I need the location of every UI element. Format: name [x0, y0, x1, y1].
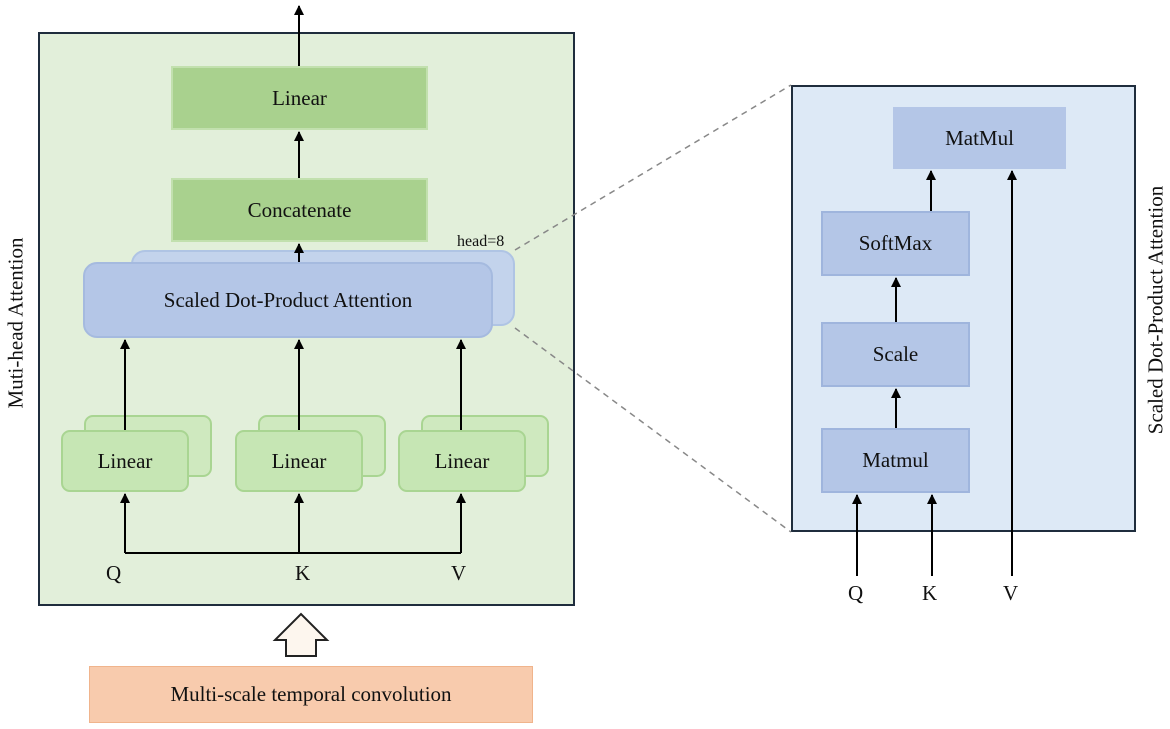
linear-q-box: Linear: [61, 430, 189, 492]
hollow-up-arrow: [272, 612, 330, 657]
sdpa-label: Scaled Dot-Product Attention: [163, 287, 413, 312]
concatenate-label: Concatenate: [247, 197, 352, 222]
zoom-guide-top: [514, 84, 792, 251]
linear-output-label: Linear: [272, 85, 327, 110]
linear-k-box: Linear: [235, 430, 363, 492]
linear-q-label: Linear: [97, 448, 153, 473]
detail-input-v-label: V: [1003, 581, 1019, 605]
softmax-box: SoftMax: [821, 211, 970, 276]
softmax-label: SoftMax: [858, 231, 933, 255]
temporal-convolution-label: Multi-scale temporal convolution: [170, 682, 452, 706]
concatenate-box: Concatenate: [171, 178, 428, 242]
linear-output-box: Linear: [171, 66, 428, 130]
matmul-bottom-box: Matmul: [821, 428, 970, 493]
sdpa-box: Scaled Dot-Product Attention: [83, 262, 493, 338]
zoom-guide-bottom: [514, 327, 792, 533]
linear-k-label: Linear: [271, 448, 327, 473]
matmul-top-box: MatMul: [893, 107, 1066, 169]
temporal-convolution-box: Multi-scale temporal convolution: [89, 666, 533, 723]
detail-input-q-label: Q: [848, 581, 864, 605]
scale-box: Scale: [821, 322, 970, 387]
matmul-bottom-label: Matmul: [862, 448, 929, 472]
input-q-label: Q: [106, 561, 122, 585]
detail-input-k-label: K: [922, 581, 938, 605]
input-v-label: V: [451, 561, 467, 585]
head-count-note: head=8: [457, 233, 505, 250]
matmul-top-label: MatMul: [945, 125, 1014, 150]
linear-v-label: Linear: [434, 448, 490, 473]
linear-v-box: Linear: [398, 430, 526, 492]
input-k-label: K: [295, 561, 311, 585]
scale-label: Scale: [872, 342, 919, 366]
